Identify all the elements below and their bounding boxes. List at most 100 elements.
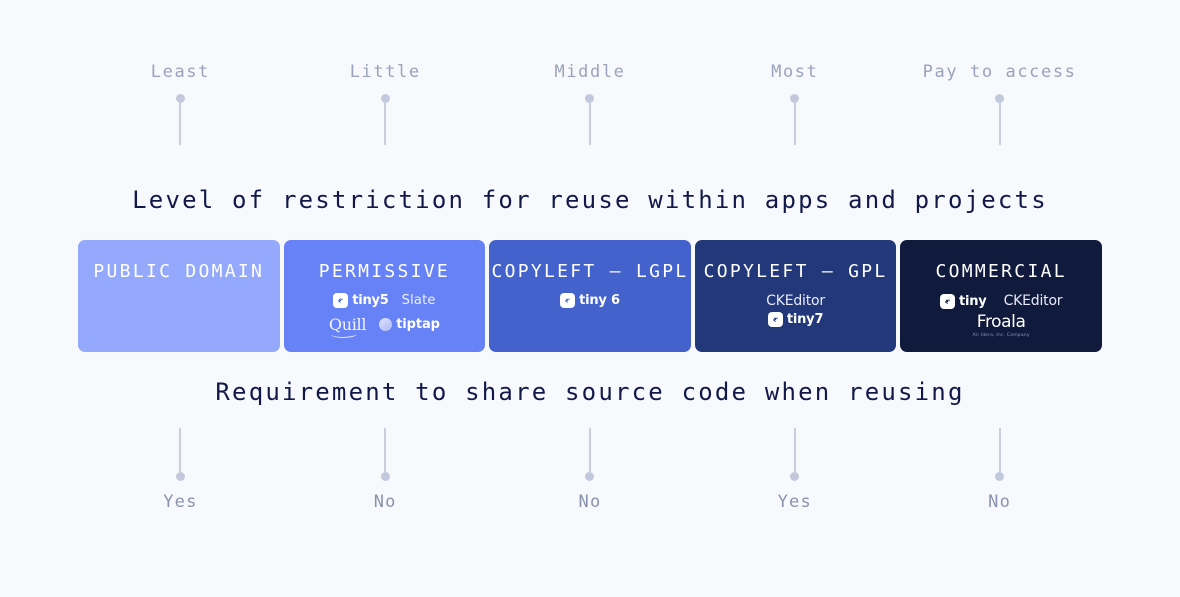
top-axis-stem xyxy=(585,94,595,145)
tier-title: COMMERCIAL xyxy=(935,261,1067,282)
bottom-axis-stem xyxy=(995,428,1005,481)
tier-brand-list: CKEditor tiny7 xyxy=(766,293,825,327)
axis-dot-icon xyxy=(790,472,800,481)
top-axis-tick-4: Pay to access xyxy=(897,62,1102,170)
bottom-axis-label: No xyxy=(988,492,1012,512)
tinymce-logo-icon xyxy=(333,293,349,308)
brand-row: tiny5 Slate xyxy=(333,293,435,308)
axis-dot-icon xyxy=(995,94,1005,103)
brand-ckeditor: CKEditor xyxy=(766,293,825,309)
top-heading: Level of restriction for reuse within ap… xyxy=(132,186,1048,214)
top-axis-label: Little xyxy=(349,62,421,82)
axis-dot-icon xyxy=(790,94,800,103)
brand-label: tiny xyxy=(958,293,987,309)
tier-public-domain: PUBLIC DOMAIN xyxy=(78,240,280,352)
axis-line xyxy=(998,428,1001,472)
top-axis-tick-1: Little xyxy=(283,62,488,170)
bottom-axis-tick-4: No xyxy=(897,428,1102,528)
brand-label: CKEditor xyxy=(766,293,825,309)
brand-label: tiptap xyxy=(396,317,440,332)
brand-slate: Slate xyxy=(402,293,436,308)
tinymce-logo-icon xyxy=(939,293,955,309)
axis-line xyxy=(179,103,182,145)
license-tier-row: PUBLIC DOMAIN PERMISSIVE tiny5 xyxy=(78,240,1102,352)
top-axis: Least Little Middle Most xyxy=(78,62,1102,170)
tier-title: PERMISSIVE xyxy=(318,261,451,282)
axis-line xyxy=(588,103,591,145)
axis-dot-icon xyxy=(380,94,390,103)
bottom-axis-label: Yes xyxy=(163,492,198,512)
tier-commercial: COMMERCIAL tiny CKEditor xyxy=(900,240,1102,352)
brand-label: CKEditor xyxy=(1003,293,1063,309)
brand-row: Froala An Idera, Inc. Company xyxy=(972,312,1030,339)
axis-line xyxy=(793,428,796,472)
top-axis-tick-3: Most xyxy=(692,62,897,170)
bottom-axis: Yes No No Yes xyxy=(78,428,1102,528)
axis-dot-icon xyxy=(175,94,185,103)
top-axis-stem xyxy=(790,94,800,145)
bottom-axis-label: Yes xyxy=(777,492,812,512)
brand-sublabel: An Idera, Inc. Company xyxy=(972,333,1030,338)
brand-tinymce6: tiny 6 xyxy=(560,293,620,308)
bottom-axis-tick-2: No xyxy=(488,428,693,528)
top-axis-stem xyxy=(175,94,185,145)
axis-line xyxy=(384,428,387,472)
top-axis-label: Most xyxy=(771,62,819,82)
tier-brand-list: tiny5 Slate Quill tiptap xyxy=(329,293,440,339)
brand-tinymce5: tiny5 xyxy=(333,293,389,308)
brand-froala: Froala An Idera, Inc. Company xyxy=(972,312,1030,339)
axis-dot-icon xyxy=(380,472,390,481)
tiptap-logo-icon xyxy=(379,318,393,331)
brand-label: tiny 6 xyxy=(579,293,620,308)
top-axis-label: Pay to access xyxy=(922,62,1077,82)
axis-dot-icon xyxy=(585,472,595,481)
brand-row: CKEditor xyxy=(766,293,825,309)
bottom-axis-stem xyxy=(175,428,185,481)
tier-title: PUBLIC DOMAIN xyxy=(93,261,265,282)
tinymce-logo-icon xyxy=(560,293,576,308)
axis-dot-icon xyxy=(995,472,1005,481)
bottom-axis-stem xyxy=(585,428,595,481)
brand-tinymce7: tiny7 xyxy=(767,312,824,327)
top-axis-stem xyxy=(995,94,1005,145)
axis-line xyxy=(384,103,387,145)
brand-quill: Quill xyxy=(329,315,366,339)
bottom-axis-stem xyxy=(380,428,390,481)
tinymce-logo-icon xyxy=(767,312,783,327)
brand-row: tiny7 xyxy=(767,312,824,327)
bottom-axis-stem xyxy=(790,428,800,481)
axis-dot-icon xyxy=(175,472,185,481)
top-axis-label: Middle xyxy=(554,62,626,82)
tier-copyleft-gpl: COPYLEFT — GPL CKEditor xyxy=(694,240,897,352)
brand-tinymce: tiny xyxy=(939,293,987,309)
bottom-axis-label: No xyxy=(578,492,602,512)
brand-row: Quill tiptap xyxy=(329,315,440,339)
brand-row: tiny CKEditor xyxy=(939,293,1063,309)
brand-ckeditor: CKEditor xyxy=(1004,293,1063,309)
brand-label: tiny7 xyxy=(786,312,824,327)
axis-line xyxy=(179,428,182,472)
brand-label: Quill xyxy=(329,315,366,339)
brand-label: Froala xyxy=(976,312,1026,332)
tier-copyleft-lgpl: COPYLEFT — LGPL tiny 6 xyxy=(489,240,691,352)
bottom-heading: Requirement to share source code when re… xyxy=(215,378,965,406)
axis-dot-icon xyxy=(585,94,595,103)
top-axis-label: Least xyxy=(150,62,210,82)
tier-brand-list: tiny 6 xyxy=(560,293,620,308)
brand-row: tiny 6 xyxy=(560,293,620,308)
quill-swash-icon xyxy=(330,329,358,339)
top-axis-tick-0: Least xyxy=(78,62,283,170)
axis-line xyxy=(793,103,796,145)
brand-tiptap: tiptap xyxy=(379,317,440,332)
bottom-axis-label: No xyxy=(373,492,397,512)
top-axis-tick-2: Middle xyxy=(488,62,693,170)
top-axis-stem xyxy=(380,94,390,145)
tier-title: COPYLEFT — LGPL xyxy=(491,261,689,282)
bottom-axis-tick-1: No xyxy=(283,428,488,528)
bottom-axis-tick-0: Yes xyxy=(78,428,283,528)
tier-permissive: PERMISSIVE tiny5 Slate xyxy=(283,240,486,352)
tier-brand-list: tiny CKEditor Froala An Idera, Inc. Comp… xyxy=(939,293,1063,339)
tier-title: COPYLEFT — GPL xyxy=(703,261,888,282)
brand-label: Slate xyxy=(401,293,436,308)
